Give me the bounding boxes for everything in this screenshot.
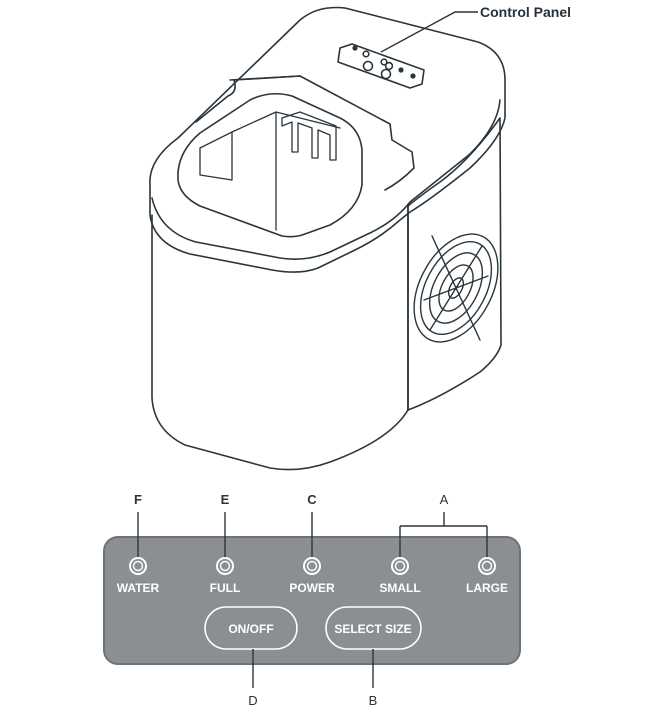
letter-c: C: [307, 492, 317, 507]
button-leaders: [252, 649, 374, 688]
full-label: FULL: [210, 581, 241, 595]
select-size-label: SELECT SIZE: [334, 622, 411, 636]
indicator-small: SMALL: [379, 557, 421, 595]
letter-b: B: [369, 693, 378, 708]
large-label: LARGE: [466, 581, 508, 595]
small-light: [391, 557, 409, 575]
full-light: [216, 557, 234, 575]
small-label: SMALL: [379, 581, 420, 595]
water-light: [129, 557, 147, 575]
indicator-full: FULL: [210, 557, 241, 595]
large-light: [478, 557, 496, 575]
water-label: WATER: [117, 581, 160, 595]
machine-lid-rim: [151, 99, 501, 260]
machine-control-panel: [337, 43, 425, 89]
on-off-button[interactable]: ON/OFF: [204, 606, 298, 650]
machine-lid-step: [233, 75, 415, 191]
indicator-water: WATER: [117, 557, 160, 595]
control-panel-detail: F E C A WATER FULL POWER SMALL LARGE: [103, 492, 521, 708]
indicator-power: POWER: [289, 557, 335, 595]
power-label: POWER: [289, 581, 335, 595]
indicator-large: LARGE: [466, 557, 508, 595]
machine-body-side: [407, 117, 502, 411]
indicator-letters: [137, 512, 488, 558]
letter-d: D: [248, 693, 257, 708]
control-panel-label: Control Panel: [480, 4, 571, 20]
machine-lid: [149, 6, 506, 273]
on-off-label: ON/OFF: [228, 622, 273, 636]
control-panel-callout: Control Panel: [380, 4, 571, 53]
letter-a: A: [440, 492, 449, 507]
viewing-window: [177, 92, 363, 238]
letter-f: F: [134, 492, 142, 507]
letter-e: E: [221, 492, 230, 507]
ice-basket: [199, 111, 341, 231]
power-light: [303, 557, 321, 575]
fan-vent: [413, 233, 499, 343]
ice-maker-illustration: [149, 6, 506, 471]
ice-shovel: [281, 111, 337, 161]
machine-body-front: [151, 205, 409, 471]
